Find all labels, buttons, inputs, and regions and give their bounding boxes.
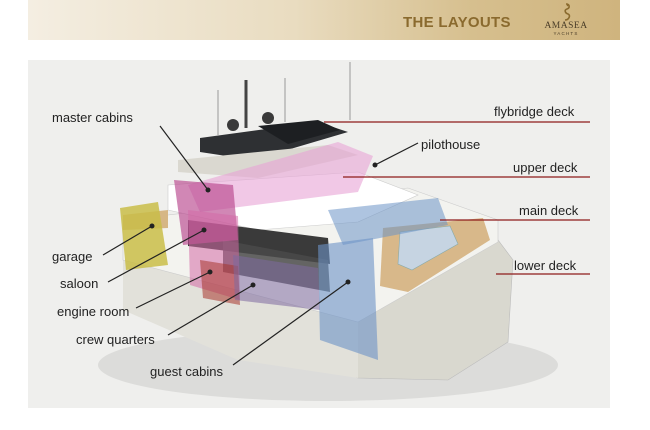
- dot-guest-cabins: [345, 279, 351, 285]
- leader-engine-room: [135, 271, 211, 309]
- leader-crew-quarters: [167, 284, 254, 336]
- dot-saloon: [201, 227, 207, 233]
- radome-1: [227, 119, 239, 131]
- zone-crew-quarters: [233, 255, 320, 310]
- flybridge-solar: [258, 120, 340, 144]
- brand-name: AMASEA: [544, 21, 588, 31]
- aft-pool: [397, 225, 459, 271]
- leader-garage: [102, 225, 153, 256]
- label-pilothouse: pilothouse: [421, 137, 481, 152]
- page-title: THE LAYOUTS: [403, 14, 511, 31]
- leader-saloon: [107, 229, 205, 283]
- zone-guest-cabins: [318, 238, 378, 360]
- label-lower-deck: lower deck: [514, 258, 577, 273]
- label-saloon: saloon: [60, 276, 99, 291]
- leader-master-cabins: [159, 125, 209, 191]
- dot-master-cabins: [205, 187, 211, 193]
- brand-subtitle: YACHTS: [553, 31, 579, 36]
- label-flybridge-deck: flybridge deck: [494, 104, 575, 119]
- label-guest-cabins: guest cabins: [150, 364, 223, 379]
- yacht-render: master cabins garage saloon engine room …: [28, 60, 610, 408]
- brand-logo: AMASEA YACHTS: [536, 2, 596, 38]
- zone-main-deck: [328, 198, 448, 245]
- label-upper-deck: upper deck: [513, 160, 578, 175]
- zone-garage: [120, 202, 168, 270]
- label-master-cabins: master cabins: [52, 110, 133, 125]
- zone-flybridge: [188, 142, 373, 212]
- label-engine-room: engine room: [57, 304, 130, 319]
- label-garage: garage: [52, 249, 93, 264]
- leader-guest-cabins: [232, 281, 349, 366]
- label-crew-quarters: crew quarters: [76, 332, 155, 347]
- yacht-illustration: [98, 62, 590, 401]
- dot-pilothouse: [372, 162, 378, 168]
- dot-garage: [149, 223, 155, 229]
- dot-engine-room: [207, 269, 213, 275]
- header-banner: THE LAYOUTS AMASEA YACHTS: [28, 0, 620, 40]
- seahorse-icon: [564, 3, 571, 21]
- dot-crew-quarters: [250, 282, 256, 288]
- leader-pilothouse: [374, 142, 419, 166]
- label-main-deck: main deck: [519, 203, 579, 218]
- radome-2: [262, 112, 274, 124]
